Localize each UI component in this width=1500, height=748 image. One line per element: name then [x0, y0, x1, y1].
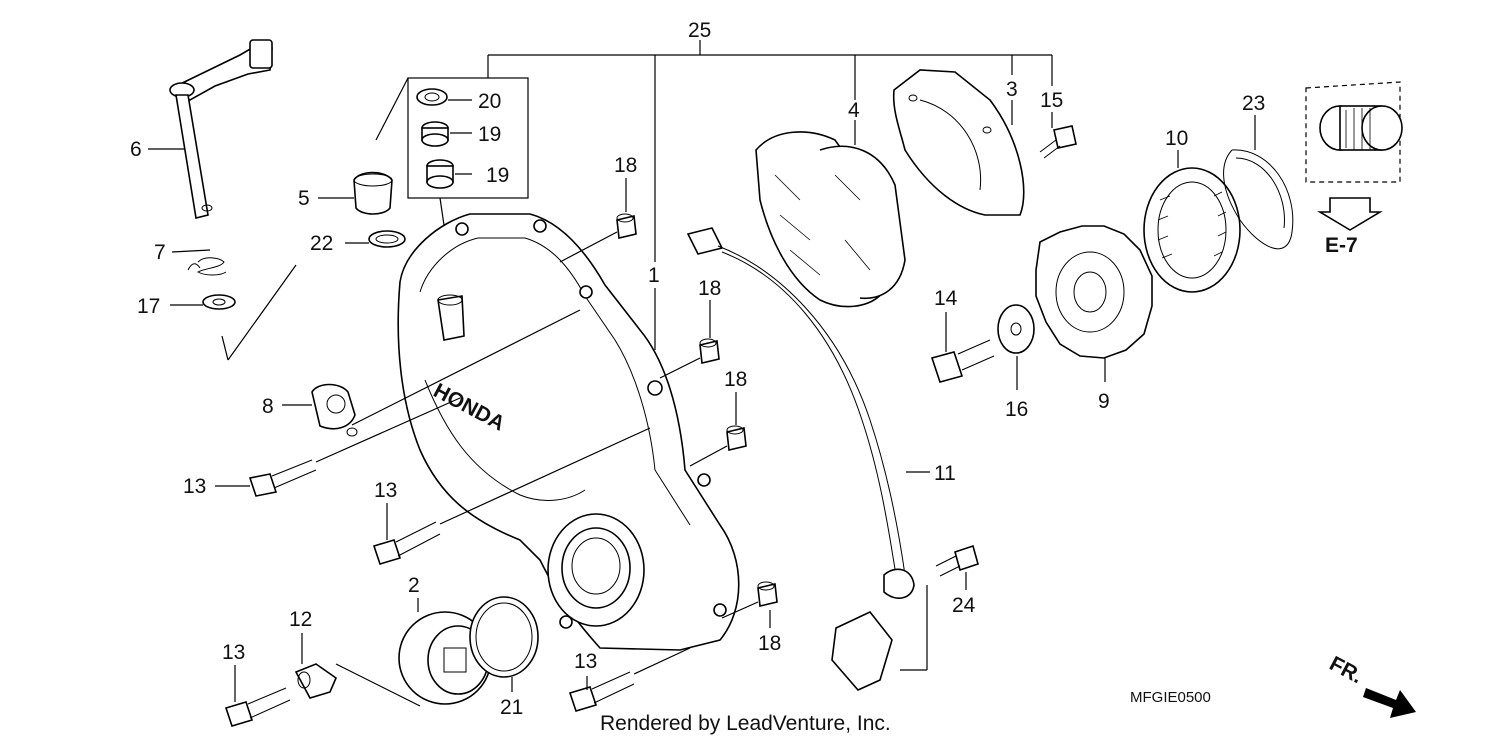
- bolt-15: [1039, 112, 1077, 159]
- callout-13-a: 13: [183, 475, 206, 498]
- callout-13-d: 13: [574, 650, 597, 673]
- bolt-13-d: [568, 647, 691, 712]
- callout-16: 16: [1005, 398, 1028, 421]
- callout-6: 6: [130, 138, 142, 161]
- callout-labels: 25 20 19 19 6 5 22 7 17 18 1 18 18 8 13 …: [130, 19, 1366, 735]
- part-3-plate: [892, 69, 1025, 216]
- assembly-25-bracket: [487, 40, 1053, 350]
- callout-1: 1: [648, 264, 660, 287]
- callout-18-d: 18: [758, 632, 781, 655]
- callout-10: 10: [1165, 127, 1188, 150]
- bolt-13-a: [215, 397, 461, 497]
- bolt-13-b: [372, 427, 651, 565]
- callout-7: 7: [154, 241, 166, 264]
- part-12-clamp: [294, 633, 421, 707]
- callout-25: 25: [688, 19, 711, 42]
- dowel-pins-18: [559, 178, 778, 628]
- callout-12: 12: [289, 608, 312, 631]
- callout-23: 23: [1242, 92, 1265, 115]
- callout-11: 11: [934, 462, 956, 485]
- part-4-guide-plate: [755, 120, 906, 308]
- part-8-guide-plate: [282, 309, 581, 437]
- callout-13-c: 13: [222, 641, 245, 664]
- callout-18-b: 18: [698, 277, 721, 300]
- part-21-o-ring: [469, 596, 539, 692]
- callout-3: 3: [1006, 78, 1018, 101]
- part-10-one-way-clutch: [1143, 150, 1241, 293]
- callout-13-b: 13: [374, 479, 397, 502]
- callout-24: 24: [952, 594, 976, 617]
- callout-8: 8: [262, 395, 274, 418]
- direction-label-fr: FR.: [1326, 652, 1367, 688]
- part-6-shift-arm: [148, 39, 297, 361]
- callout-18-c: 18: [724, 368, 747, 391]
- callout-19-upper: 19: [478, 123, 501, 146]
- callout-14: 14: [934, 287, 958, 310]
- part-e7-needle-bearing-ref: [1305, 81, 1403, 231]
- callout-9: 9: [1098, 390, 1110, 413]
- callout-19-lower: 19: [486, 164, 509, 187]
- part-23-circlip: [1223, 115, 1294, 250]
- callout-22: 22: [310, 232, 333, 255]
- callout-20: 20: [478, 90, 501, 113]
- washer-16: [997, 304, 1035, 390]
- callout-18-a: 18: [614, 154, 637, 177]
- part-1-crankcase-cover: HONDA: [397, 213, 740, 651]
- part-5-oil-cap: [318, 171, 406, 248]
- callout-17: 17: [137, 295, 160, 318]
- callout-21: 21: [500, 696, 523, 719]
- callout-2: 2: [408, 574, 420, 597]
- callout-5: 5: [298, 187, 310, 210]
- part-11-sensor-harness: [686, 227, 930, 691]
- front-direction-arrow: [1363, 688, 1416, 718]
- render-credit: Rendered by LeadVenture, Inc.: [600, 712, 891, 735]
- part-9-starter-gear: [1035, 225, 1153, 382]
- reference-label-e7: E-7: [1325, 234, 1358, 257]
- callout-15: 15: [1040, 89, 1063, 112]
- callout-4: 4: [848, 99, 860, 122]
- bolt-24: [935, 544, 979, 590]
- bolt-14: [930, 312, 995, 383]
- bolt-13-c: [224, 665, 291, 727]
- part-code-label: MFGIE0500: [1130, 689, 1211, 706]
